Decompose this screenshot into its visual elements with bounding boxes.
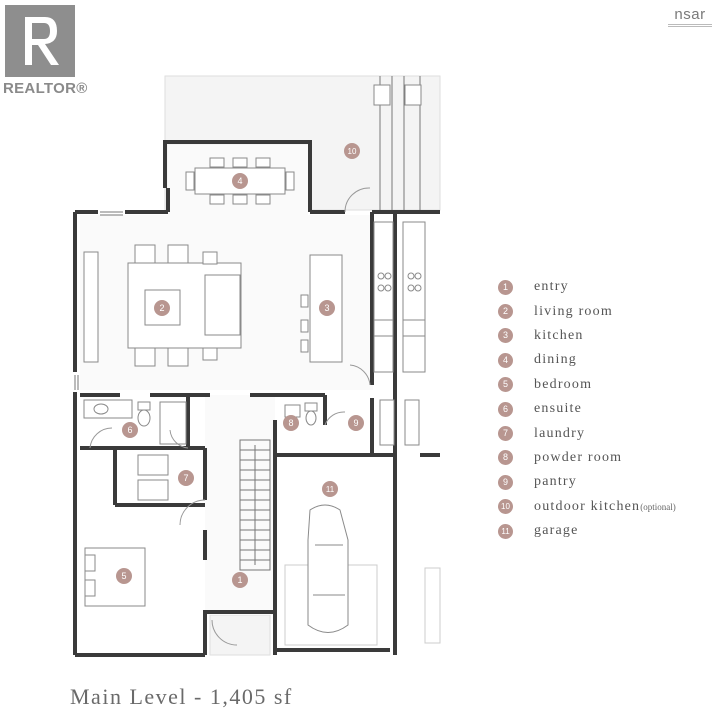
- legend-item-bedroom: 5 bedroom: [498, 373, 720, 397]
- nsar-underline: [668, 24, 712, 25]
- legend-badge: 8: [498, 450, 513, 466]
- room-legend: 1 entry 2 living room 3 kitchen 4 dining…: [498, 275, 720, 543]
- realtor-r-icon: [25, 17, 59, 65]
- svg-text:10: 10: [348, 147, 357, 156]
- nsar-underline-2: [668, 26, 712, 27]
- legend-label: entry: [534, 279, 569, 295]
- badge-2: 2: [154, 300, 170, 316]
- legend-item-laundry: 7 laundry: [498, 421, 720, 445]
- legend-label-text: outdoor kitchen: [534, 498, 641, 514]
- svg-text:11: 11: [326, 485, 335, 494]
- legend-item-garage: 11 garage: [498, 519, 720, 543]
- realtor-wordmark: REALTOR®: [3, 80, 88, 97]
- realtor-logo: REALTOR®: [0, 0, 90, 100]
- svg-text:1: 1: [237, 575, 242, 585]
- svg-text:5: 5: [121, 571, 126, 581]
- legend-badge: 5: [498, 377, 513, 393]
- badge-9: 9: [348, 415, 364, 431]
- legend-item-powder-room: 8 powder room: [498, 446, 720, 470]
- car: [284, 504, 441, 646]
- legend-label: outdoor kitchen(optional): [534, 499, 676, 515]
- legend-badge: 1: [498, 279, 513, 295]
- legend-item-outdoor-kitchen: 10 outdoor kitchen(optional): [498, 495, 720, 519]
- badge-5: 5: [116, 568, 132, 584]
- legend-label: garage: [534, 523, 579, 539]
- legend-label: dining: [534, 352, 577, 368]
- legend-badge: 4: [498, 352, 513, 368]
- walls: [73, 140, 440, 657]
- legend-label: living room: [534, 303, 613, 319]
- badge-10: 10: [344, 143, 360, 159]
- svg-text:9: 9: [353, 418, 358, 428]
- svg-text:7: 7: [183, 473, 188, 483]
- legend-label: powder room: [534, 449, 623, 465]
- legend-badge: 9: [498, 474, 513, 490]
- legend-item-kitchen: 3 kitchen: [498, 324, 720, 348]
- legend-badge: 7: [498, 426, 513, 442]
- svg-text:8: 8: [288, 418, 293, 428]
- nsar-logo: nsar: [662, 6, 718, 36]
- svg-text:4: 4: [237, 176, 242, 186]
- badge-4: 4: [232, 173, 248, 189]
- legend-badge: 3: [498, 328, 513, 344]
- door-swings: [89, 187, 371, 646]
- legend-label: pantry: [534, 474, 577, 490]
- svg-text:6: 6: [127, 425, 132, 435]
- room-badges: 1 2 3 4 5 6 7 8 9 10 11: [116, 143, 364, 588]
- nsar-wordmark: nsar: [674, 6, 706, 23]
- legend-label: bedroom: [534, 376, 593, 392]
- legend-label: laundry: [534, 425, 586, 441]
- bath-fixtures: [83, 399, 318, 501]
- badge-6: 6: [122, 422, 138, 438]
- realtor-logo-mark: [5, 5, 75, 77]
- living-furniture: [83, 244, 343, 367]
- badge-1: 1: [232, 572, 248, 588]
- kitchen-counters: [373, 84, 426, 446]
- legend-badge: 10: [498, 499, 513, 515]
- legend-badge: 11: [498, 523, 513, 539]
- svg-text:2: 2: [159, 303, 164, 313]
- legend-optional-note: (optional): [640, 501, 676, 512]
- legend-item-entry: 1 entry: [498, 275, 720, 299]
- svg-text:3: 3: [324, 303, 329, 313]
- stairs: [239, 439, 271, 571]
- bed: [84, 547, 146, 607]
- badge-11: 11: [322, 481, 338, 497]
- badge-3: 3: [319, 300, 335, 316]
- legend-badge: 2: [498, 304, 513, 320]
- legend-item-pantry: 9 pantry: [498, 470, 720, 494]
- legend-item-dining: 4 dining: [498, 348, 720, 372]
- legend-item-ensuite: 6 ensuite: [498, 397, 720, 421]
- legend-badge: 6: [498, 401, 513, 417]
- plan-caption: Main Level - 1,405 sf: [70, 684, 293, 709]
- badge-8: 8: [283, 415, 299, 431]
- legend-item-living-room: 2 living room: [498, 299, 720, 323]
- badge-7: 7: [178, 470, 194, 486]
- legend-label: kitchen: [534, 327, 584, 343]
- legend-label: ensuite: [534, 401, 583, 417]
